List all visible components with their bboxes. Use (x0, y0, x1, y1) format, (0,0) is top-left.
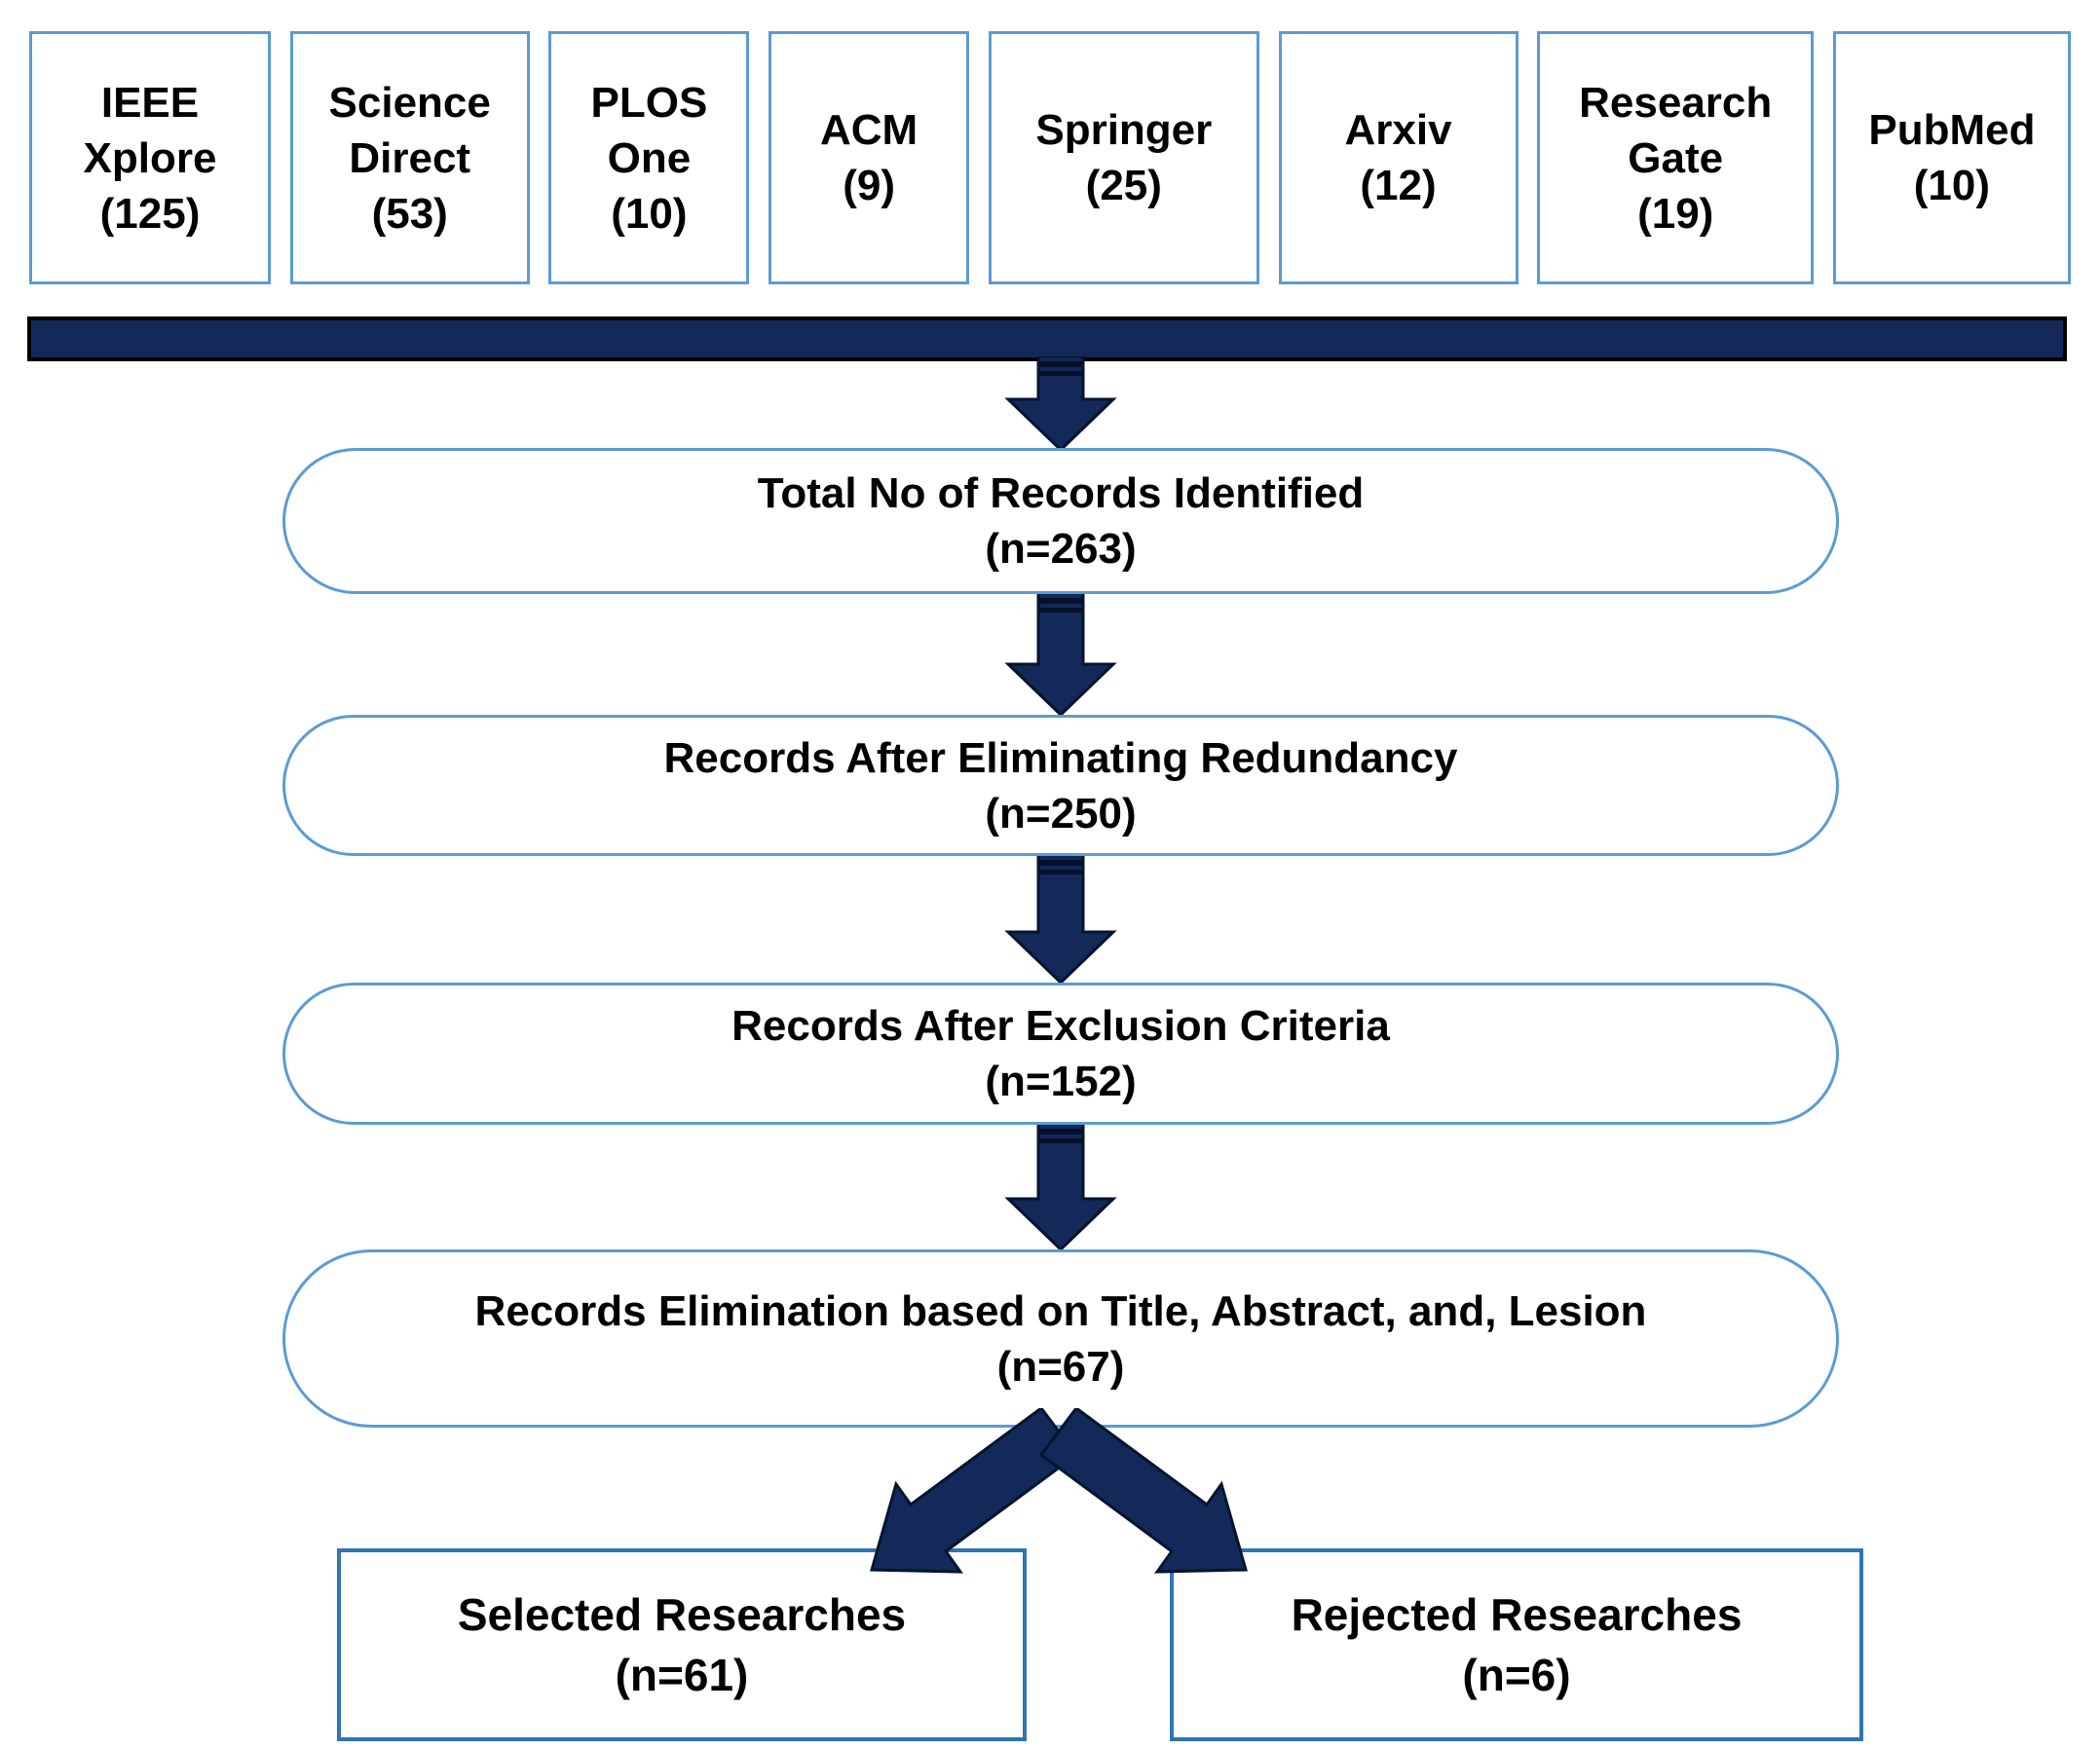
outcome-box-rejected: Rejected Researches (n=6) (1170, 1548, 1863, 1741)
stage-box-after-exclusion: Records After Exclusion Criteria (n=152) (282, 983, 1839, 1125)
down-arrow-icon (1004, 356, 1117, 452)
outcome-count: (n=61) (615, 1650, 749, 1700)
stage-title: Records Elimination based on Title, Abst… (474, 1286, 1647, 1335)
branch-arrow-left-icon (870, 1408, 1079, 1574)
outcome-title: Selected Researches (457, 1589, 907, 1640)
stage-count: (n=152) (985, 1058, 1137, 1105)
stage-box-after-redundancy: Records After Eliminating Redundancy (n=… (282, 715, 1839, 856)
branch-arrow-right-icon (1038, 1408, 1248, 1574)
source-box-research-gate: Research Gate (19) (1537, 31, 1815, 284)
sources-row: IEEE Xplore (125) Science Direct (53) PL… (29, 31, 2071, 284)
down-arrow-icon (1004, 1123, 1117, 1251)
source-box-pubmed: PubMed (10) (1832, 31, 2071, 284)
outcome-box-selected: Selected Researches (n=61) (337, 1548, 1027, 1741)
down-arrow-icon (1004, 592, 1117, 717)
stage-box-title-abstract-elimination: Records Elimination based on Title, Abst… (282, 1249, 1839, 1428)
stage-title: Records After Exclusion Criteria (731, 1002, 1390, 1050)
branch-arrows (870, 1408, 1248, 1574)
outcome-title: Rejected Researches (1291, 1589, 1743, 1640)
source-box-plos-one: PLOS One (10) (548, 31, 750, 284)
source-box-science-direct: Science Direct (53) (289, 31, 530, 284)
stage-box-records-identified: Total No of Records Identified (n=263) (282, 448, 1839, 594)
collector-bar (27, 316, 2067, 361)
stage-count: (n=263) (985, 525, 1137, 573)
outcome-count: (n=6) (1462, 1650, 1571, 1700)
down-arrow-icon (1004, 854, 1117, 985)
stage-title: Total No of Records Identified (757, 469, 1365, 517)
source-box-arxiv: Arxiv (12) (1278, 31, 1519, 284)
stage-count: (n=250) (985, 789, 1137, 837)
source-box-ieee-xplore: IEEE Xplore (125) (29, 31, 271, 284)
stage-count: (n=67) (996, 1342, 1125, 1391)
source-box-springer: Springer (25) (988, 31, 1259, 284)
source-box-acm: ACM (9) (769, 31, 970, 284)
stage-title: Records After Eliminating Redundancy (663, 733, 1458, 782)
